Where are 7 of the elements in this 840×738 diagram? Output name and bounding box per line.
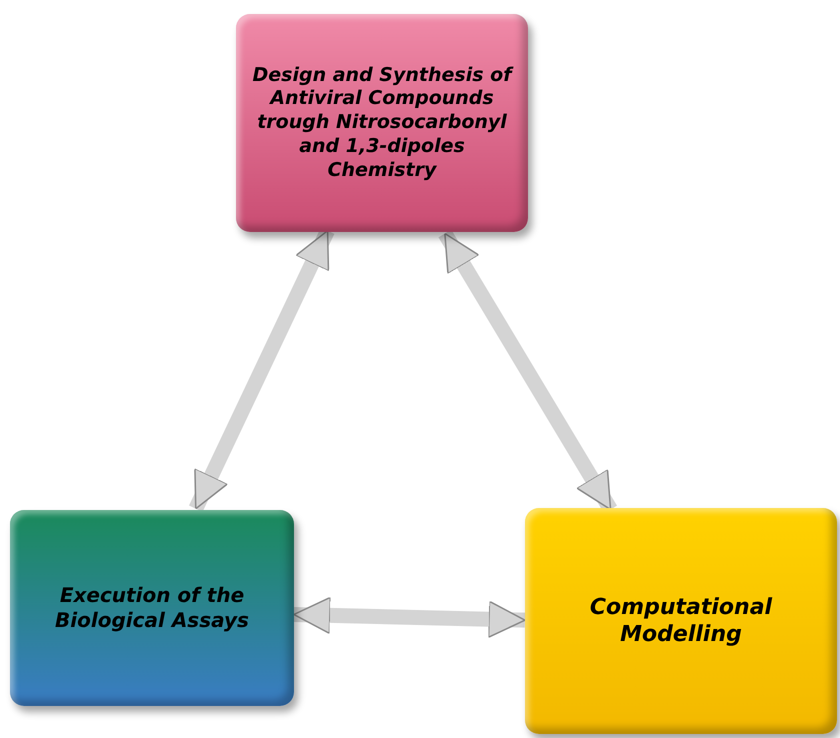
process-box [10,510,294,706]
double-arrow [293,596,526,638]
box-label: Computational Modelling [588,594,774,648]
box-label: Execution of the Biological Assays [54,583,250,633]
process-box [525,508,837,734]
process-box [236,14,528,232]
box-label: Design and Synthesis of Antiviral Compounds trough Nitrosocarbonyl and 1,3-dipoles Chemistry [252,64,514,182]
